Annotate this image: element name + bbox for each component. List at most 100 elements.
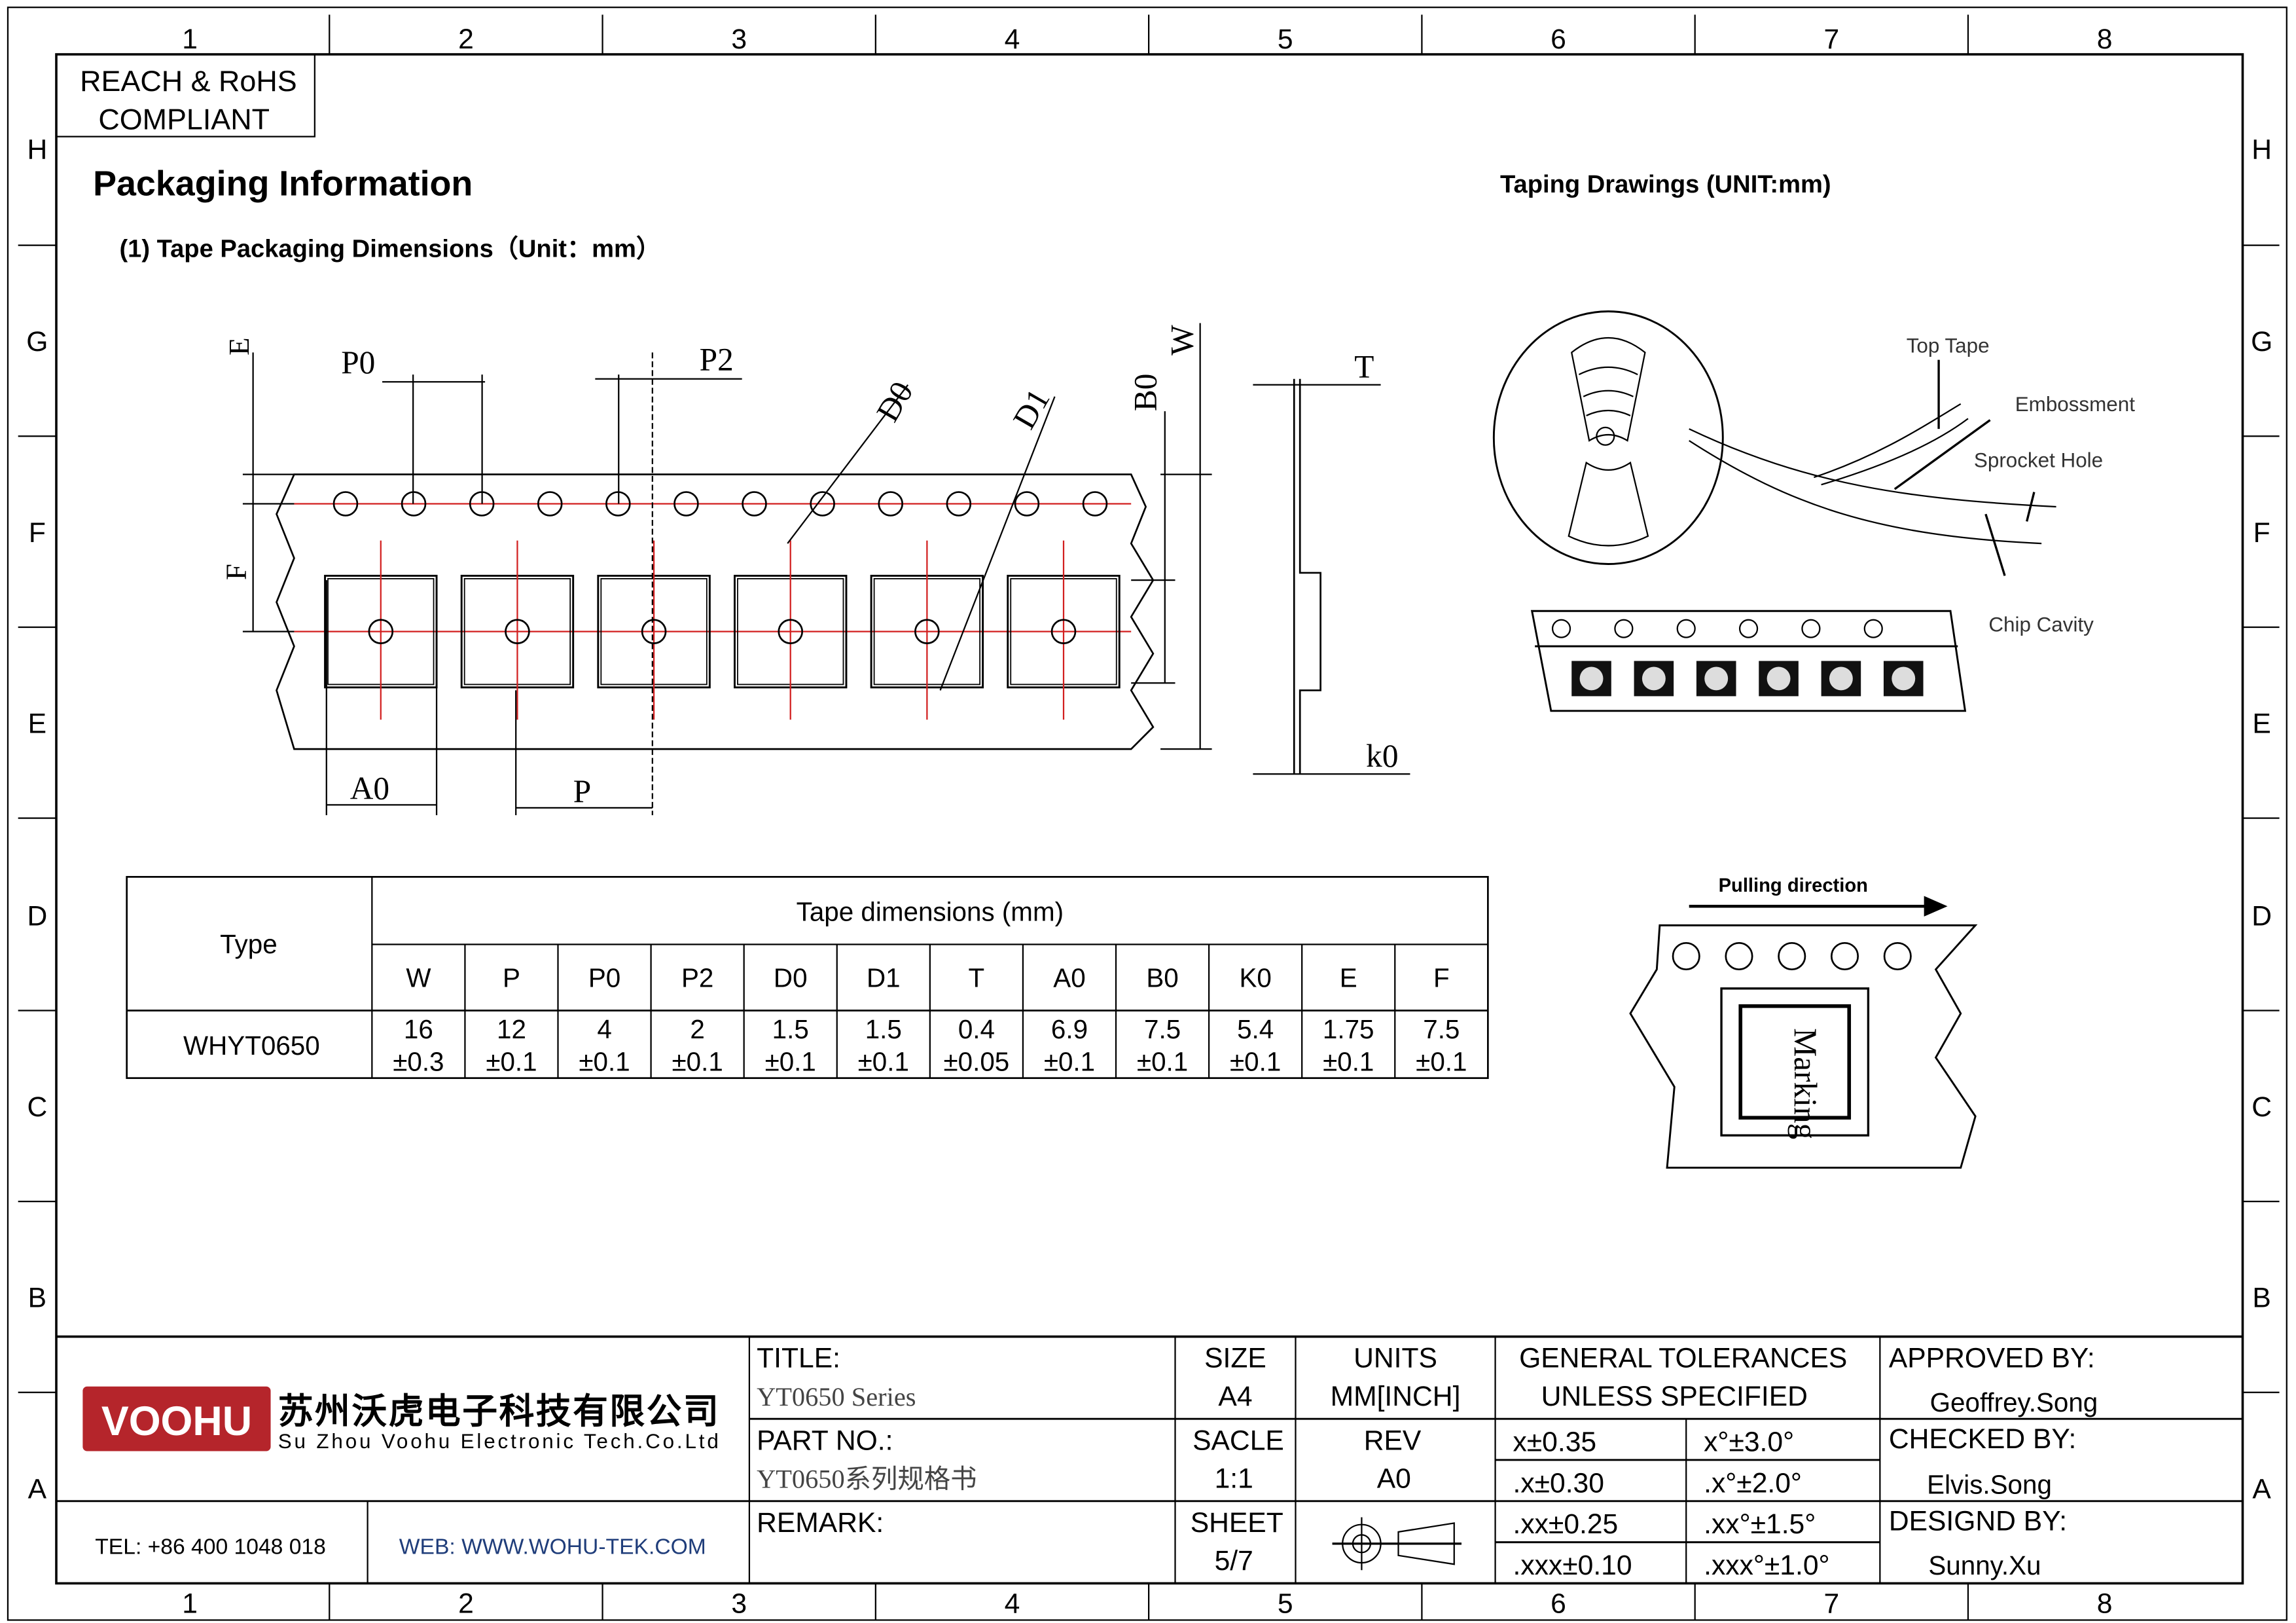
column-labels-top: 1 2 3 4 5 6 7 8: [182, 24, 2112, 55]
approved-value: Geoffrey.Song: [1930, 1387, 2098, 1417]
sheet-frame: [7, 7, 2287, 1621]
table-column-header: D0: [774, 963, 808, 993]
label-chip-cavity: Chip Cavity: [1988, 613, 2094, 636]
row-label: G: [2251, 326, 2272, 357]
tape-dimension-drawing: E P0 P2 D0 D1 B0 W T F A0 P k0: [219, 323, 1410, 816]
label-embossment: Embossment: [2015, 393, 2135, 416]
table-column-header: B0: [1146, 963, 1178, 993]
row-label: B: [2252, 1283, 2270, 1314]
table-column-header: P: [503, 963, 520, 993]
row-label: F: [2253, 517, 2270, 549]
tape-dimensions-table: Type Tape dimensions (mm) WHYT0650 W16±0…: [126, 875, 1489, 1080]
rev-label: REV: [1364, 1425, 1422, 1456]
contact-web[interactable]: WEB: WWW.WOHU-TEK.COM: [399, 1535, 706, 1559]
table-cell-value: 2: [690, 1014, 704, 1044]
row-label: G: [26, 326, 48, 357]
column-label: 4: [1005, 1588, 1020, 1619]
row-label: A: [28, 1473, 47, 1504]
dim-label-e: E: [223, 338, 255, 356]
dim-label-w: W: [1164, 325, 1200, 356]
row-label: A: [2252, 1473, 2271, 1504]
designed-value: Sunny.Xu: [1928, 1550, 2041, 1580]
table-column-header: D1: [867, 963, 901, 993]
row-label: E: [28, 708, 46, 739]
column-label: 4: [1005, 24, 1020, 55]
angular-tolerance: x°±3.0°: [1704, 1427, 1794, 1458]
part-no-label: PART NO.:: [757, 1425, 893, 1456]
sheet-label: SHEET: [1191, 1507, 1283, 1539]
column-label: 8: [2097, 24, 2113, 55]
pulling-direction-label: Pulling direction: [1719, 875, 1868, 896]
compliance-box: REACH & RoHS COMPLIANT: [55, 53, 315, 137]
table-cell-tolerance: ±0.05: [944, 1046, 1010, 1076]
angular-tolerance: .x°±2.0°: [1704, 1467, 1802, 1499]
title-block: VOOHU 苏州沃虎电子科技有限公司 Su Zhou Voohu Electro…: [56, 1335, 2243, 1584]
title-label: TITLE:: [757, 1343, 840, 1374]
table-cell-value: 1.75: [1323, 1014, 1374, 1044]
column-label: 8: [2097, 1588, 2113, 1619]
table-cell-value: 7.5: [1144, 1014, 1181, 1044]
scale-label: SACLE: [1193, 1425, 1284, 1456]
table-column-header: F: [1433, 963, 1450, 993]
table-cell-tolerance: ±0.1: [858, 1046, 909, 1076]
table-cell-tolerance: ±0.1: [672, 1046, 723, 1076]
tolerance-title-1: GENERAL TOLERANCES: [1519, 1343, 1847, 1374]
label-sprocket-hole: Sprocket Hole: [1974, 448, 2103, 471]
sprocket-hole: [946, 491, 972, 517]
table-cell-value: 5.4: [1237, 1014, 1274, 1044]
dim-label-k0: k0: [1366, 738, 1398, 774]
table-cell-value: 0.4: [958, 1014, 995, 1044]
page-heading: Packaging Information: [93, 164, 473, 203]
table-column-header: E: [1340, 963, 1357, 993]
linear-tolerance: x±0.35: [1513, 1427, 1596, 1458]
size-value: A4: [1218, 1381, 1252, 1412]
column-label: 7: [1823, 24, 1839, 55]
sprocket-hole: [673, 491, 699, 517]
column-label: 3: [731, 1588, 747, 1619]
table-cell-value: 1.5: [865, 1014, 902, 1044]
column-label: 1: [182, 24, 198, 55]
dim-label-b0: B0: [1127, 374, 1163, 412]
table-cell-tolerance: ±0.1: [1044, 1046, 1095, 1076]
column-label: 5: [1278, 1588, 1293, 1619]
checked-label: CHECKED BY:: [1889, 1423, 2077, 1455]
dim-label-f: F: [219, 564, 252, 580]
rev-value: A0: [1377, 1463, 1411, 1495]
company-name-en: Su Zhou Voohu Electronic Tech.Co.Ltd: [278, 1430, 719, 1453]
sprocket-hole: [810, 491, 835, 517]
column-label: 2: [458, 1588, 474, 1619]
logo-text: VOOHU: [101, 1398, 252, 1444]
row-label: D: [27, 900, 47, 932]
sprocket-hole: [1551, 619, 1571, 638]
pulling-direction-drawing: Pulling direction Marking: [1629, 875, 1978, 1169]
sprocket-hole: [537, 491, 563, 517]
taping-title: Taping Drawings (UNIT:mm): [1500, 170, 1831, 198]
table-cell-value: 6.9: [1051, 1014, 1088, 1044]
column-label: 5: [1278, 24, 1293, 55]
units-label: UNITS: [1354, 1343, 1437, 1374]
table-column-header: T: [969, 963, 985, 993]
row-label: C: [27, 1091, 47, 1123]
checked-value: Elvis.Song: [1927, 1470, 2052, 1500]
sprocket-hole: [1830, 941, 1859, 971]
sprocket-hole: [1614, 619, 1634, 638]
table-cell-tolerance: ±0.1: [1416, 1046, 1467, 1076]
table-column-header: P0: [588, 963, 620, 993]
table-cell-tolerance: ±0.1: [1137, 1046, 1188, 1076]
sheet-value: 5/7: [1215, 1545, 1253, 1577]
sprocket-hole: [1676, 619, 1696, 638]
units-value: MM[INCH]: [1331, 1381, 1461, 1412]
table-group-header: Tape dimensions (mm): [797, 897, 1064, 927]
sprocket-hole: [1082, 491, 1108, 517]
table-row-type: WHYT0650: [183, 1030, 320, 1061]
table-cell-tolerance: ±0.3: [393, 1046, 444, 1076]
dim-label-p0: P0: [341, 344, 375, 380]
marking-label: Marking: [1787, 1028, 1823, 1139]
reel-drawing: Top Tape Embossment Sprocket Hole Chip C…: [1492, 310, 2135, 712]
row-label: H: [27, 134, 47, 165]
table-cell-tolerance: ±0.1: [765, 1046, 816, 1076]
table-cell-tolerance: ±0.1: [486, 1046, 537, 1076]
sprocket-hole: [1725, 941, 1753, 971]
column-labels-bottom: 1 2 3 4 5 6 7 8: [182, 1588, 2112, 1619]
projection-symbol-icon: [1332, 1517, 1462, 1571]
